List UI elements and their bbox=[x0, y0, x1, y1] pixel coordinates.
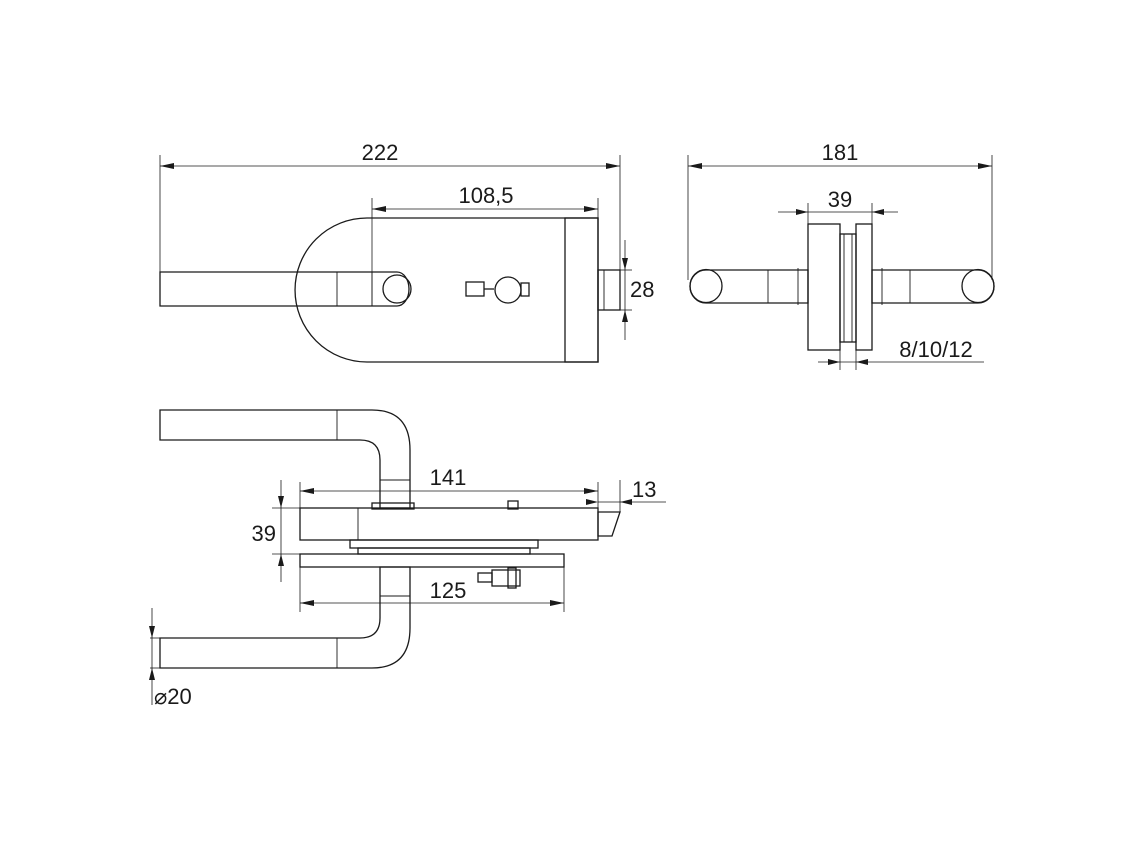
latch-bolt bbox=[597, 269, 621, 311]
rosette-left bbox=[807, 223, 841, 351]
glass-pane bbox=[839, 233, 857, 343]
lock-housing bbox=[299, 507, 599, 541]
dim-glass-thickness: 8/10/12 bbox=[899, 337, 972, 362]
lower-handle bbox=[159, 566, 411, 669]
front-view: 222 108,5 28 bbox=[159, 140, 654, 363]
dim-overall-width: 222 bbox=[362, 140, 399, 165]
right-handle bbox=[871, 269, 995, 304]
lock-body bbox=[294, 217, 599, 363]
end-plate bbox=[564, 217, 599, 363]
base-plate bbox=[299, 553, 565, 568]
dim-axis-to-end: 108,5 bbox=[458, 183, 513, 208]
dim-rosette: 39 bbox=[828, 187, 852, 212]
upper-handle bbox=[159, 409, 411, 509]
lock-cylinder bbox=[494, 276, 522, 304]
dim-body-length: 141 bbox=[430, 465, 467, 490]
dim-bolt-projection: 13 bbox=[632, 477, 656, 502]
side-view: 181 39 8/10/12 bbox=[687, 140, 995, 370]
dim-plate-length: 125 bbox=[430, 578, 467, 603]
lever-handle bbox=[159, 271, 410, 307]
top-view: 141 13 39 125 ⌀20 bbox=[149, 409, 666, 709]
dim-side-width: 181 bbox=[822, 140, 859, 165]
rosette-right bbox=[855, 223, 873, 351]
dim-bolt-height: 28 bbox=[630, 277, 654, 302]
latch-bolt-top bbox=[597, 511, 621, 537]
key-bit bbox=[465, 281, 485, 297]
handle-axis-circle bbox=[382, 274, 412, 304]
dim-handle-diameter: ⌀20 bbox=[154, 684, 192, 709]
left-handle bbox=[689, 269, 809, 304]
dim-body-height: 39 bbox=[252, 521, 276, 546]
